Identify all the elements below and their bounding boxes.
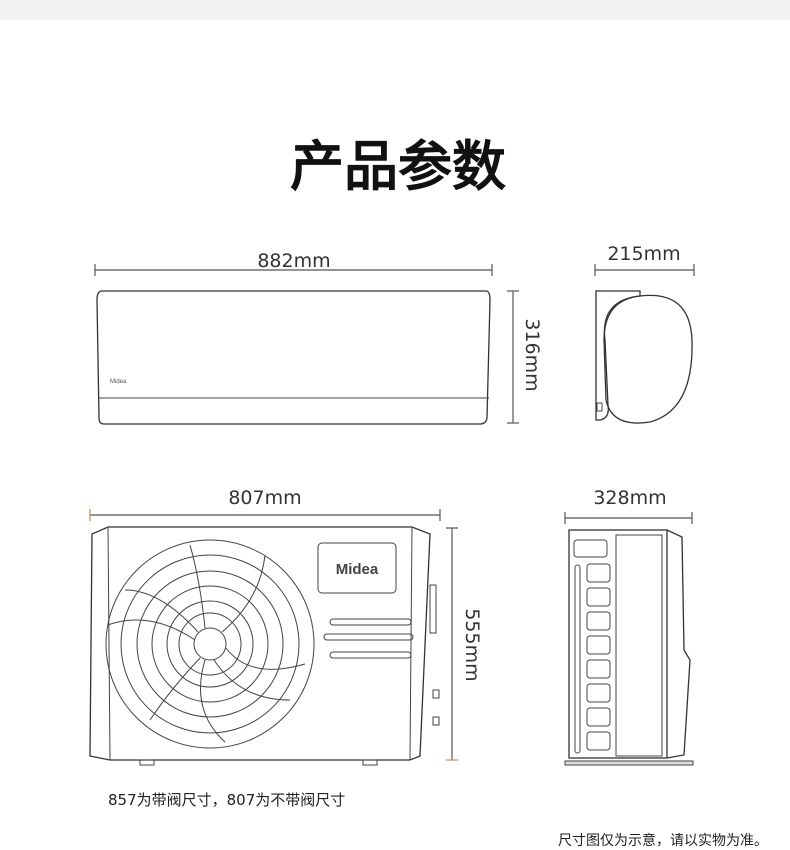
disclaimer: 尺寸图仅为示意，请以实物为准。	[558, 833, 768, 849]
outdoor-width-label: 807mm	[228, 487, 301, 509]
indoor-unit-side: 215mm	[594, 243, 695, 424]
outdoor-depth-label: 328mm	[593, 487, 666, 509]
indoor-depth-label: 215mm	[607, 243, 680, 265]
outdoor-unit-side: 328mm	[564, 487, 694, 766]
indoor-height-label: 316mm	[521, 318, 543, 391]
top-band	[0, 0, 790, 20]
outdoor-unit-front: 807mm Midea	[89, 487, 483, 766]
indoor-width-label: 882mm	[257, 250, 330, 272]
indoor-unit-front: 882mm Midea 316mm	[94, 250, 543, 425]
fan-grille	[105, 539, 315, 749]
valve-size-note: 857为带阀尺寸，807为不带阀尺寸	[108, 791, 346, 809]
outdoor-logo: Midea	[336, 561, 379, 578]
page-title: 产品参数	[290, 135, 506, 198]
indoor-logo: Midea	[110, 379, 127, 385]
outdoor-height-label: 555mm	[461, 608, 483, 681]
